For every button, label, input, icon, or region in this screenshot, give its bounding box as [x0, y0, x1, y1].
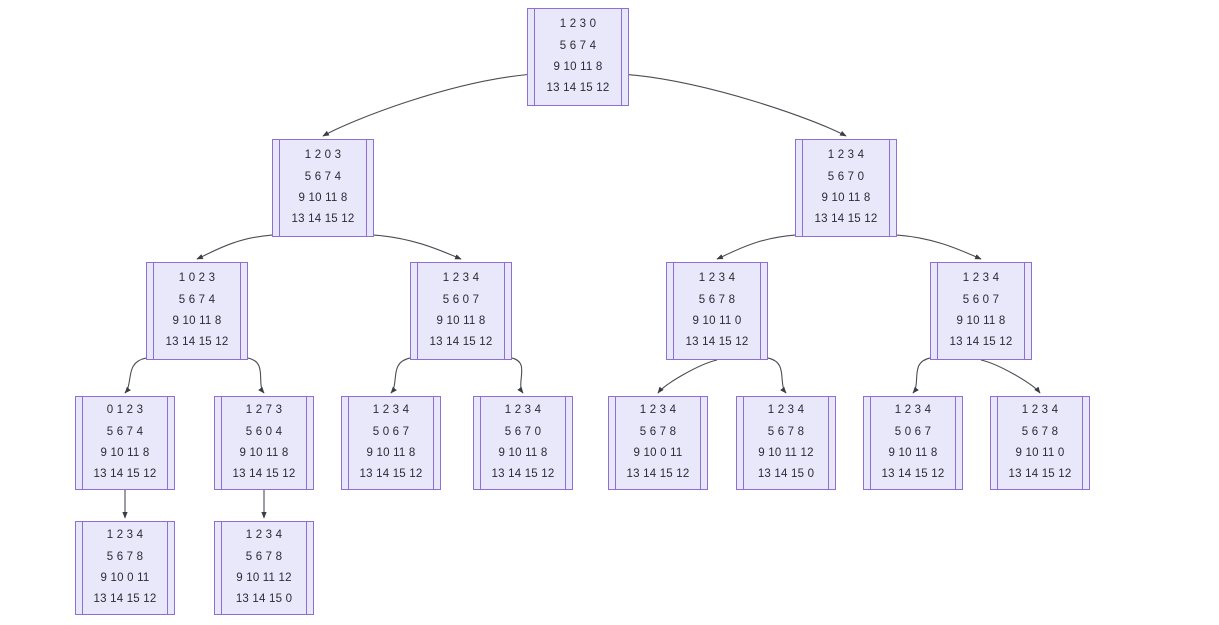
tree-node-row: 1 2 3 4: [372, 404, 410, 417]
tree-node-row: 9 10 11 12: [758, 447, 814, 459]
tree-node[interactable]: 1 0 2 3 5 6 7 4 9 10 11 8 13 14 15 12: [146, 261, 248, 361]
tree-node-row: 13 14 15 12: [814, 213, 878, 226]
tree-node-row: 5 6 7 0: [827, 170, 865, 183]
tree-node-row: 1 2 3 4: [767, 404, 805, 417]
tree-edge: [124, 357, 147, 394]
tree-node-row: 9 10 11 8: [100, 447, 150, 459]
tree-node[interactable]: 1 2 7 3 5 6 0 4 9 10 11 8 13 14 15 12: [214, 395, 314, 491]
tree-node-row: 5 6 7 4: [106, 425, 144, 438]
tree-node-row: 13 14 15 12: [291, 213, 355, 226]
tree-node-row: 9 10 11 8: [172, 315, 222, 327]
tree-edge: [980, 359, 1041, 394]
tree-node-row: 1 2 3 4: [698, 272, 736, 285]
tree-node-row: 5 6 7 8: [639, 425, 677, 438]
tree-edge: [912, 357, 931, 394]
tree-node-row: 9 10 11 0: [1015, 447, 1065, 459]
tree-node-row: 13 14 15 12: [93, 593, 157, 606]
tree-node-row: 5 6 7 4: [304, 170, 342, 183]
tree-node-row: 13 14 15 12: [949, 336, 1013, 349]
tree-node[interactable]: 1 2 3 4 5 6 7 0 9 10 11 8 13 14 15 12: [473, 395, 573, 491]
tree-node-row: 9 10 11 8: [956, 315, 1006, 327]
tree-node-row: 1 2 3 0: [559, 18, 597, 31]
tree-node-row: 9 10 11 8: [366, 447, 416, 459]
tree-node-row: 1 2 7 3: [245, 404, 283, 417]
tree-node[interactable]: 1 2 3 4 5 6 7 8 9 10 0 11 13 14 15 12: [608, 395, 708, 491]
tree-node-row: 5 6 7 4: [178, 293, 216, 306]
tree-node-row: 9 10 11 8: [498, 447, 548, 459]
tree-node-row: 13 14 15 0: [757, 468, 815, 481]
tree-edge: [196, 234, 273, 260]
tree-node-row: 1 2 3 4: [442, 272, 480, 285]
tree-node-row: 9 10 11 8: [298, 192, 348, 204]
tree-node[interactable]: 1 2 3 4 5 6 7 8 9 10 11 0 13 14 15 12: [666, 261, 768, 361]
tree-node-row: 9 10 0 11: [100, 572, 150, 584]
tree-node[interactable]: 1 2 3 0 5 6 7 4 9 10 11 8 13 14 15 12: [527, 7, 629, 107]
tree-node[interactable]: 1 2 3 4 5 0 6 7 9 10 11 8 13 14 15 12: [341, 395, 441, 491]
tree-node[interactable]: 1 2 3 4 5 0 6 7 9 10 11 8 13 14 15 12: [863, 395, 963, 491]
tree-node-row: 5 6 0 4: [245, 425, 283, 438]
tree-node-row: 9 10 11 8: [436, 315, 486, 327]
tree-node-row: 1 2 3 4: [962, 272, 1000, 285]
tree-node-row: 13 14 15 12: [232, 468, 296, 481]
tree-node-row: 5 6 0 7: [962, 293, 1000, 306]
tree-node-row: 9 10 11 0: [692, 315, 742, 327]
tree-node-row: 1 2 3 4: [827, 149, 865, 162]
tree-node-row: 1 2 3 4: [245, 529, 283, 542]
tree-node-row: 5 6 7 8: [1021, 425, 1059, 438]
tree-node-row: 5 6 7 8: [106, 550, 144, 563]
tree-node-row: 13 14 15 12: [1008, 468, 1072, 481]
tree-node[interactable]: 1 2 3 4 5 6 0 7 9 10 11 8 13 14 15 12: [410, 261, 512, 361]
tree-edge: [896, 234, 982, 260]
tree-node-row: 5 6 7 0: [504, 425, 542, 438]
tree-node-row: 13 14 15 12: [491, 468, 555, 481]
tree-node[interactable]: 1 2 3 4 5 6 7 8 9 10 0 11 13 14 15 12: [75, 520, 175, 616]
tree-node[interactable]: 1 2 3 4 5 6 7 8 9 10 11 0 13 14 15 12: [990, 395, 1090, 491]
tree-node-row: 13 14 15 12: [429, 336, 493, 349]
tree-node-row: 9 10 11 8: [239, 447, 289, 459]
tree-node-row: 0 1 2 3: [106, 404, 144, 417]
tree-node-row: 13 14 15 12: [165, 336, 229, 349]
tree-node-row: 1 2 0 3: [304, 149, 342, 162]
tree-node-row: 1 2 3 4: [106, 529, 144, 542]
tree-node-row: 9 10 11 12: [236, 572, 292, 584]
tree-node-row: 9 10 11 8: [553, 61, 603, 73]
tree-node-row: 5 6 0 7: [442, 293, 480, 306]
tree-edge: [716, 234, 796, 260]
tree-node-row: 5 6 7 8: [767, 425, 805, 438]
tree-node-row: 13 14 15 12: [359, 468, 423, 481]
tree-edge: [657, 359, 718, 394]
tree-node[interactable]: 0 1 2 3 5 6 7 4 9 10 11 8 13 14 15 12: [75, 395, 175, 491]
tree-node[interactable]: 1 2 3 4 5 6 7 0 9 10 11 8 13 14 15 12: [795, 138, 897, 238]
tree-node-row: 5 6 7 8: [245, 550, 283, 563]
tree-node-row: 5 6 7 8: [698, 293, 736, 306]
tree-edge: [390, 357, 411, 394]
tree-node-row: 13 14 15 12: [626, 468, 690, 481]
tree-node-row: 5 6 7 4: [559, 39, 597, 52]
tree-node[interactable]: 1 2 3 4 5 6 0 7 9 10 11 8 13 14 15 12: [930, 261, 1032, 361]
tree-node[interactable]: 1 2 3 4 5 6 7 8 9 10 11 12 13 14 15 0: [736, 395, 836, 491]
tree-node-row: 1 2 3 4: [1021, 404, 1059, 417]
tree-node-row: 13 14 15 12: [881, 468, 945, 481]
tree-node[interactable]: 1 2 0 3 5 6 7 4 9 10 11 8 13 14 15 12: [272, 138, 374, 238]
tree-node-row: 1 2 3 4: [639, 404, 677, 417]
tree-edge: [322, 74, 528, 137]
tree-edge: [628, 74, 847, 137]
tree-node-row: 5 0 6 7: [894, 425, 932, 438]
tree-edge: [511, 357, 524, 394]
tree-node-row: 1 0 2 3: [178, 272, 216, 285]
tree-node-row: 9 10 11 8: [821, 192, 871, 204]
tree-edge: [373, 234, 462, 260]
tree-node[interactable]: 1 2 3 4 5 6 7 8 9 10 11 12 13 14 15 0: [214, 520, 314, 616]
tree-node-row: 13 14 15 12: [685, 336, 749, 349]
tree-node-row: 9 10 11 8: [888, 447, 938, 459]
tree-node-row: 1 2 3 4: [894, 404, 932, 417]
tree-node-row: 13 14 15 12: [546, 82, 610, 95]
tree-node-row: 9 10 0 11: [633, 447, 683, 459]
tree-edge: [767, 357, 787, 394]
tree-edge: [247, 357, 265, 394]
tree-node-row: 13 14 15 12: [93, 468, 157, 481]
tree-node-row: 13 14 15 0: [235, 593, 293, 606]
tree-node-row: 1 2 3 4: [504, 404, 542, 417]
tree-node-row: 5 0 6 7: [372, 425, 410, 438]
